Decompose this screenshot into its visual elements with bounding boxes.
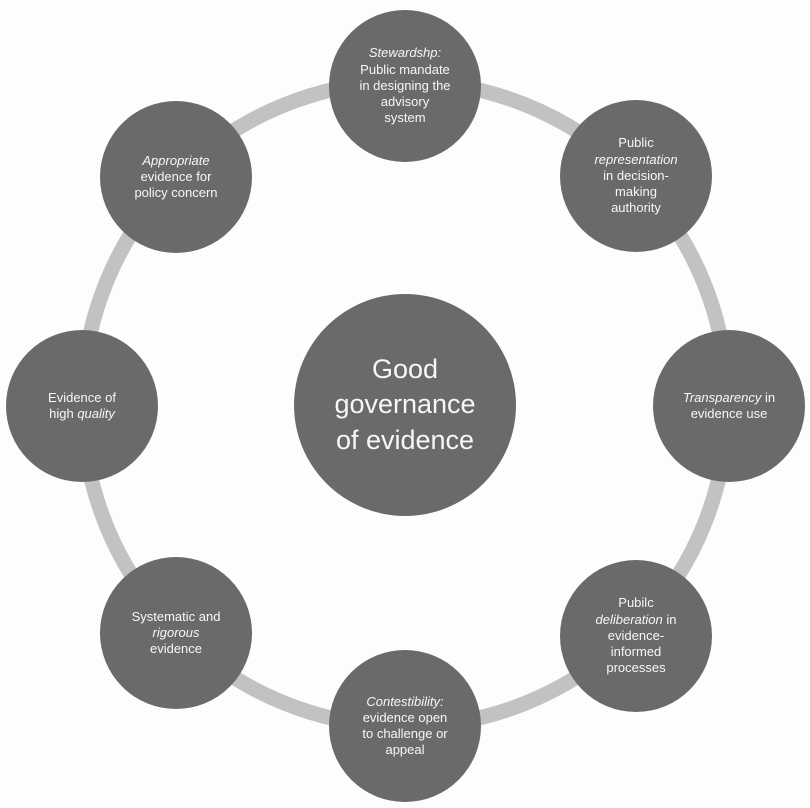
node-stewardship-label: Stewardshp: Public mandate in designing … xyxy=(359,45,451,126)
node-representation-label: Public representation in decision- makin… xyxy=(594,135,678,216)
node-contestability: Contestibility: evidence open to challen… xyxy=(329,650,481,802)
node-deliberation: Pubilc deliberation in evidence- informe… xyxy=(560,560,712,712)
node-stewardship: Stewardshp: Public mandate in designing … xyxy=(329,10,481,162)
center-circle: Good governance of evidence xyxy=(294,294,516,516)
node-representation: Public representation in decision- makin… xyxy=(560,100,712,252)
node-evidence-quality-label: Evidence of high quality xyxy=(48,389,116,421)
node-deliberation-label: Pubilc deliberation in evidence- informe… xyxy=(595,595,677,676)
node-appropriate-evidence-label: Appropriate evidence for policy concern xyxy=(134,152,218,201)
node-contestability-label: Contestibility: evidence open to challen… xyxy=(362,693,448,758)
center-circle-label: Good governance of evidence xyxy=(334,354,476,455)
node-rigorous-evidence-label: Systematic and rigorous evidence xyxy=(131,608,221,657)
node-evidence-quality: Evidence of high quality xyxy=(6,330,158,482)
node-appropriate-evidence: Appropriate evidence for policy concern xyxy=(100,101,252,253)
node-transparency: Transparency in evidence use xyxy=(653,330,805,482)
node-rigorous-evidence: Systematic and rigorous evidence xyxy=(100,557,252,709)
node-transparency-label: Transparency in evidence use xyxy=(682,389,776,421)
